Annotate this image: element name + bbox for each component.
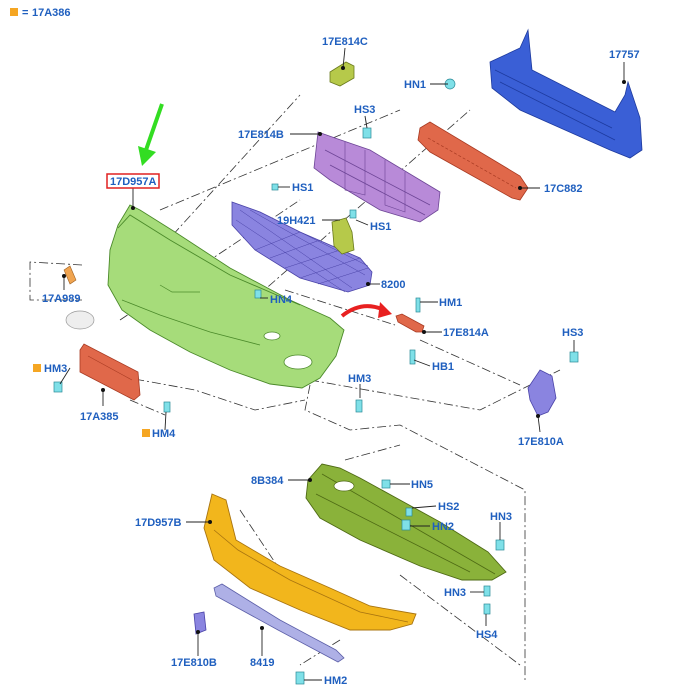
part-17A989-tow-cap[interactable] xyxy=(65,310,95,330)
label-17C882[interactable]: 17C882 xyxy=(544,183,583,195)
label-HM4[interactable]: HM4 xyxy=(152,428,176,440)
label-HS3-right[interactable]: HS3 xyxy=(562,327,583,339)
label-HS4[interactable]: HS4 xyxy=(476,629,498,641)
label-HS1-a[interactable]: HS1 xyxy=(292,182,313,194)
fastener-HS2[interactable] xyxy=(405,507,413,517)
fastener-HN2[interactable] xyxy=(401,519,411,531)
part-8419-moulding[interactable] xyxy=(213,583,345,663)
label-HM3-left[interactable]: HM3 xyxy=(44,363,67,375)
label-HN1[interactable]: HN1 xyxy=(404,79,426,91)
label-17757[interactable]: 17757 xyxy=(609,49,640,61)
label-HS1-b[interactable]: HS1 xyxy=(370,221,391,233)
label-HB1[interactable]: HB1 xyxy=(432,361,454,373)
part-17D957B-lower-cover[interactable] xyxy=(203,493,417,631)
red-curved-arrow xyxy=(340,302,392,318)
legend-code: 17A386 xyxy=(32,7,71,19)
label-HM3-mid[interactable]: HM3 xyxy=(348,373,371,385)
fastener-HS3-right[interactable] xyxy=(569,351,579,363)
label-17A989[interactable]: 17A989 xyxy=(42,293,81,305)
part-17E814A-bracket[interactable] xyxy=(395,313,425,333)
label-17A385[interactable]: 17A385 xyxy=(80,411,119,423)
label-HM1[interactable]: HM1 xyxy=(439,297,462,309)
label-17E814A[interactable]: 17E814A xyxy=(443,327,489,339)
part-8200-grille[interactable] xyxy=(231,201,373,293)
fastener-HS1-a[interactable] xyxy=(271,183,279,191)
leader-lines xyxy=(59,47,626,681)
callout-labels: 17E814C HN1 17757 HS3 17E814B 17D957A HS… xyxy=(33,36,640,687)
label-8200[interactable]: 8200 xyxy=(381,279,405,291)
part-17D957A-bumper-cover[interactable] xyxy=(107,204,345,389)
label-HM2[interactable]: HM2 xyxy=(324,675,347,687)
highlight-box-17D957A xyxy=(106,173,160,189)
label-HN5[interactable]: HN5 xyxy=(411,479,433,491)
legend-marker-HM4 xyxy=(142,429,150,437)
fastener-HN4[interactable] xyxy=(254,289,262,299)
fastener-HN3-b[interactable] xyxy=(483,585,491,597)
fastener-HS3-top[interactable] xyxy=(362,127,372,139)
label-17D957A[interactable]: 17D957A xyxy=(110,176,157,188)
fastener-HM3-left[interactable] xyxy=(53,381,63,393)
label-HN2[interactable]: HN2 xyxy=(432,521,454,533)
label-HS3-top[interactable]: HS3 xyxy=(354,104,375,116)
part-17E814B-grille-support[interactable] xyxy=(313,131,441,223)
label-19H421[interactable]: 19H421 xyxy=(277,215,316,227)
label-17D957B[interactable]: 17D957B xyxy=(135,517,182,529)
part-19H421-bracket[interactable] xyxy=(331,217,355,255)
fastener-HM1[interactable] xyxy=(415,297,421,313)
label-17E814C[interactable]: 17E814C xyxy=(322,36,368,48)
fastener-HM3-mid[interactable] xyxy=(355,399,363,413)
label-8419[interactable]: 8419 xyxy=(250,657,274,669)
part-17757-bumper-reinforcement[interactable] xyxy=(489,28,643,159)
fastener-HS1-b[interactable] xyxy=(349,209,357,219)
label-HN3-a[interactable]: HN3 xyxy=(490,511,512,523)
part-17C882-absorber[interactable] xyxy=(417,121,529,201)
fastener-HS4[interactable] xyxy=(483,603,491,615)
part-17E810B-bracket[interactable] xyxy=(193,611,207,635)
label-8B384[interactable]: 8B384 xyxy=(251,475,284,487)
legend-equals: = xyxy=(22,7,28,19)
part-17E814C-bracket[interactable] xyxy=(329,61,355,87)
fastener-HB1[interactable] xyxy=(409,349,416,365)
label-HS2[interactable]: HS2 xyxy=(438,501,459,513)
part-17A989-clip[interactable] xyxy=(63,265,77,285)
label-17E810B[interactable]: 17E810B xyxy=(171,657,217,669)
part-17A385-plate-bracket[interactable] xyxy=(79,343,141,401)
label-HN4[interactable]: HN4 xyxy=(270,294,293,306)
label-17E814B[interactable]: 17E814B xyxy=(238,129,284,141)
fastener-HM4[interactable] xyxy=(163,401,171,413)
green-pointer-arrow xyxy=(138,103,164,166)
legend-marker-HM3-left xyxy=(33,364,41,372)
legend: = 17A386 xyxy=(10,7,71,19)
fastener-HN3-a[interactable] xyxy=(495,539,505,551)
label-HN3-b[interactable]: HN3 xyxy=(444,587,466,599)
fastener-HN5[interactable] xyxy=(381,479,391,489)
legend-square-icon xyxy=(10,8,18,16)
part-17E810A-side-bracket[interactable] xyxy=(527,369,557,417)
label-17E810A[interactable]: 17E810A xyxy=(518,436,564,448)
fastener-HM2[interactable] xyxy=(295,671,305,685)
